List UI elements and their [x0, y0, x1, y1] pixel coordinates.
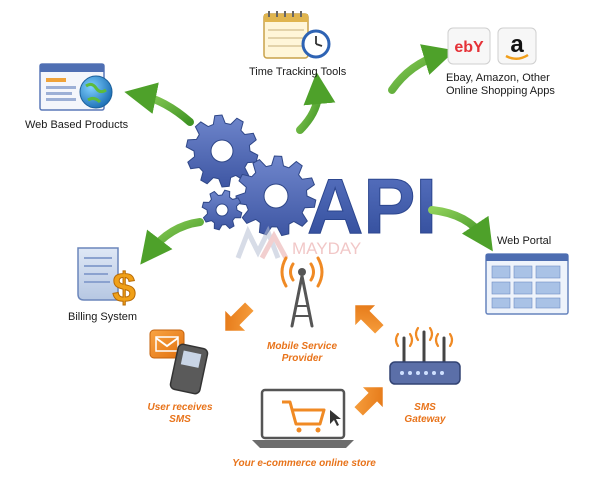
mobile-phone-icon	[149, 329, 209, 395]
router-icon	[389, 326, 461, 385]
label-user-receives-sms-line1: User receives	[147, 402, 213, 413]
gear-small-hole	[215, 203, 229, 217]
laptop-cart-icon	[252, 388, 354, 448]
browser-globe-icon	[39, 63, 113, 111]
label-mobile-service-provider-line2: Provider	[281, 353, 323, 364]
label-user-receives-sms-line2: SMS	[169, 414, 191, 425]
arrow-to-web-based-products	[124, 82, 194, 126]
watermark-brand: MAYDAY	[292, 239, 361, 258]
gear-right-hole	[263, 183, 289, 209]
watermark-logo: MAYDAY	[235, 225, 361, 260]
label-ecommerce-store: Your e-commerce online store	[232, 458, 376, 469]
ebay-logo-icon: ebY	[447, 27, 491, 65]
label-time-tracking-tools: Time Tracking Tools	[249, 66, 347, 78]
dollar-sign: $	[112, 264, 135, 311]
label-web-based-products: Web Based Products	[25, 119, 129, 131]
gear-large-hole	[210, 139, 234, 163]
green-arrows	[124, 44, 493, 265]
label-sms-gateway-line1: SMS	[414, 402, 436, 413]
amazon-logo-icon: a	[497, 27, 537, 65]
label-shopping-apps-line2: Online Shopping Apps	[446, 85, 555, 97]
arrow-to-shopping-apps	[388, 44, 456, 94]
api-title: API	[307, 162, 437, 250]
arrow-to-billing	[140, 218, 204, 265]
ebay-logo-text: ebY	[454, 39, 484, 56]
gear-icon	[185, 114, 317, 237]
arrow-to-time-tracking	[296, 72, 336, 134]
arrow-store-to-gateway	[354, 387, 383, 416]
label-sms-gateway-line2: Gateway	[404, 414, 446, 425]
calendar-clock-icon	[263, 11, 331, 59]
arrow-gateway-to-tower	[355, 305, 384, 334]
arrow-tower-to-user	[225, 302, 254, 331]
amazon-logo-text: a	[510, 31, 524, 58]
label-shopping-apps-line1: Ebay, Amazon, Other	[446, 72, 550, 84]
billing-dollar-icon: $	[77, 247, 136, 312]
arrow-to-web-portal	[428, 206, 493, 252]
label-billing-system: Billing System	[68, 311, 138, 323]
cell-tower-icon	[280, 256, 324, 328]
web-portal-icon	[485, 253, 569, 315]
orange-arrows	[225, 302, 384, 416]
label-web-portal: Web Portal	[497, 235, 552, 247]
label-mobile-service-provider-line1: Mobile Service	[266, 341, 338, 352]
